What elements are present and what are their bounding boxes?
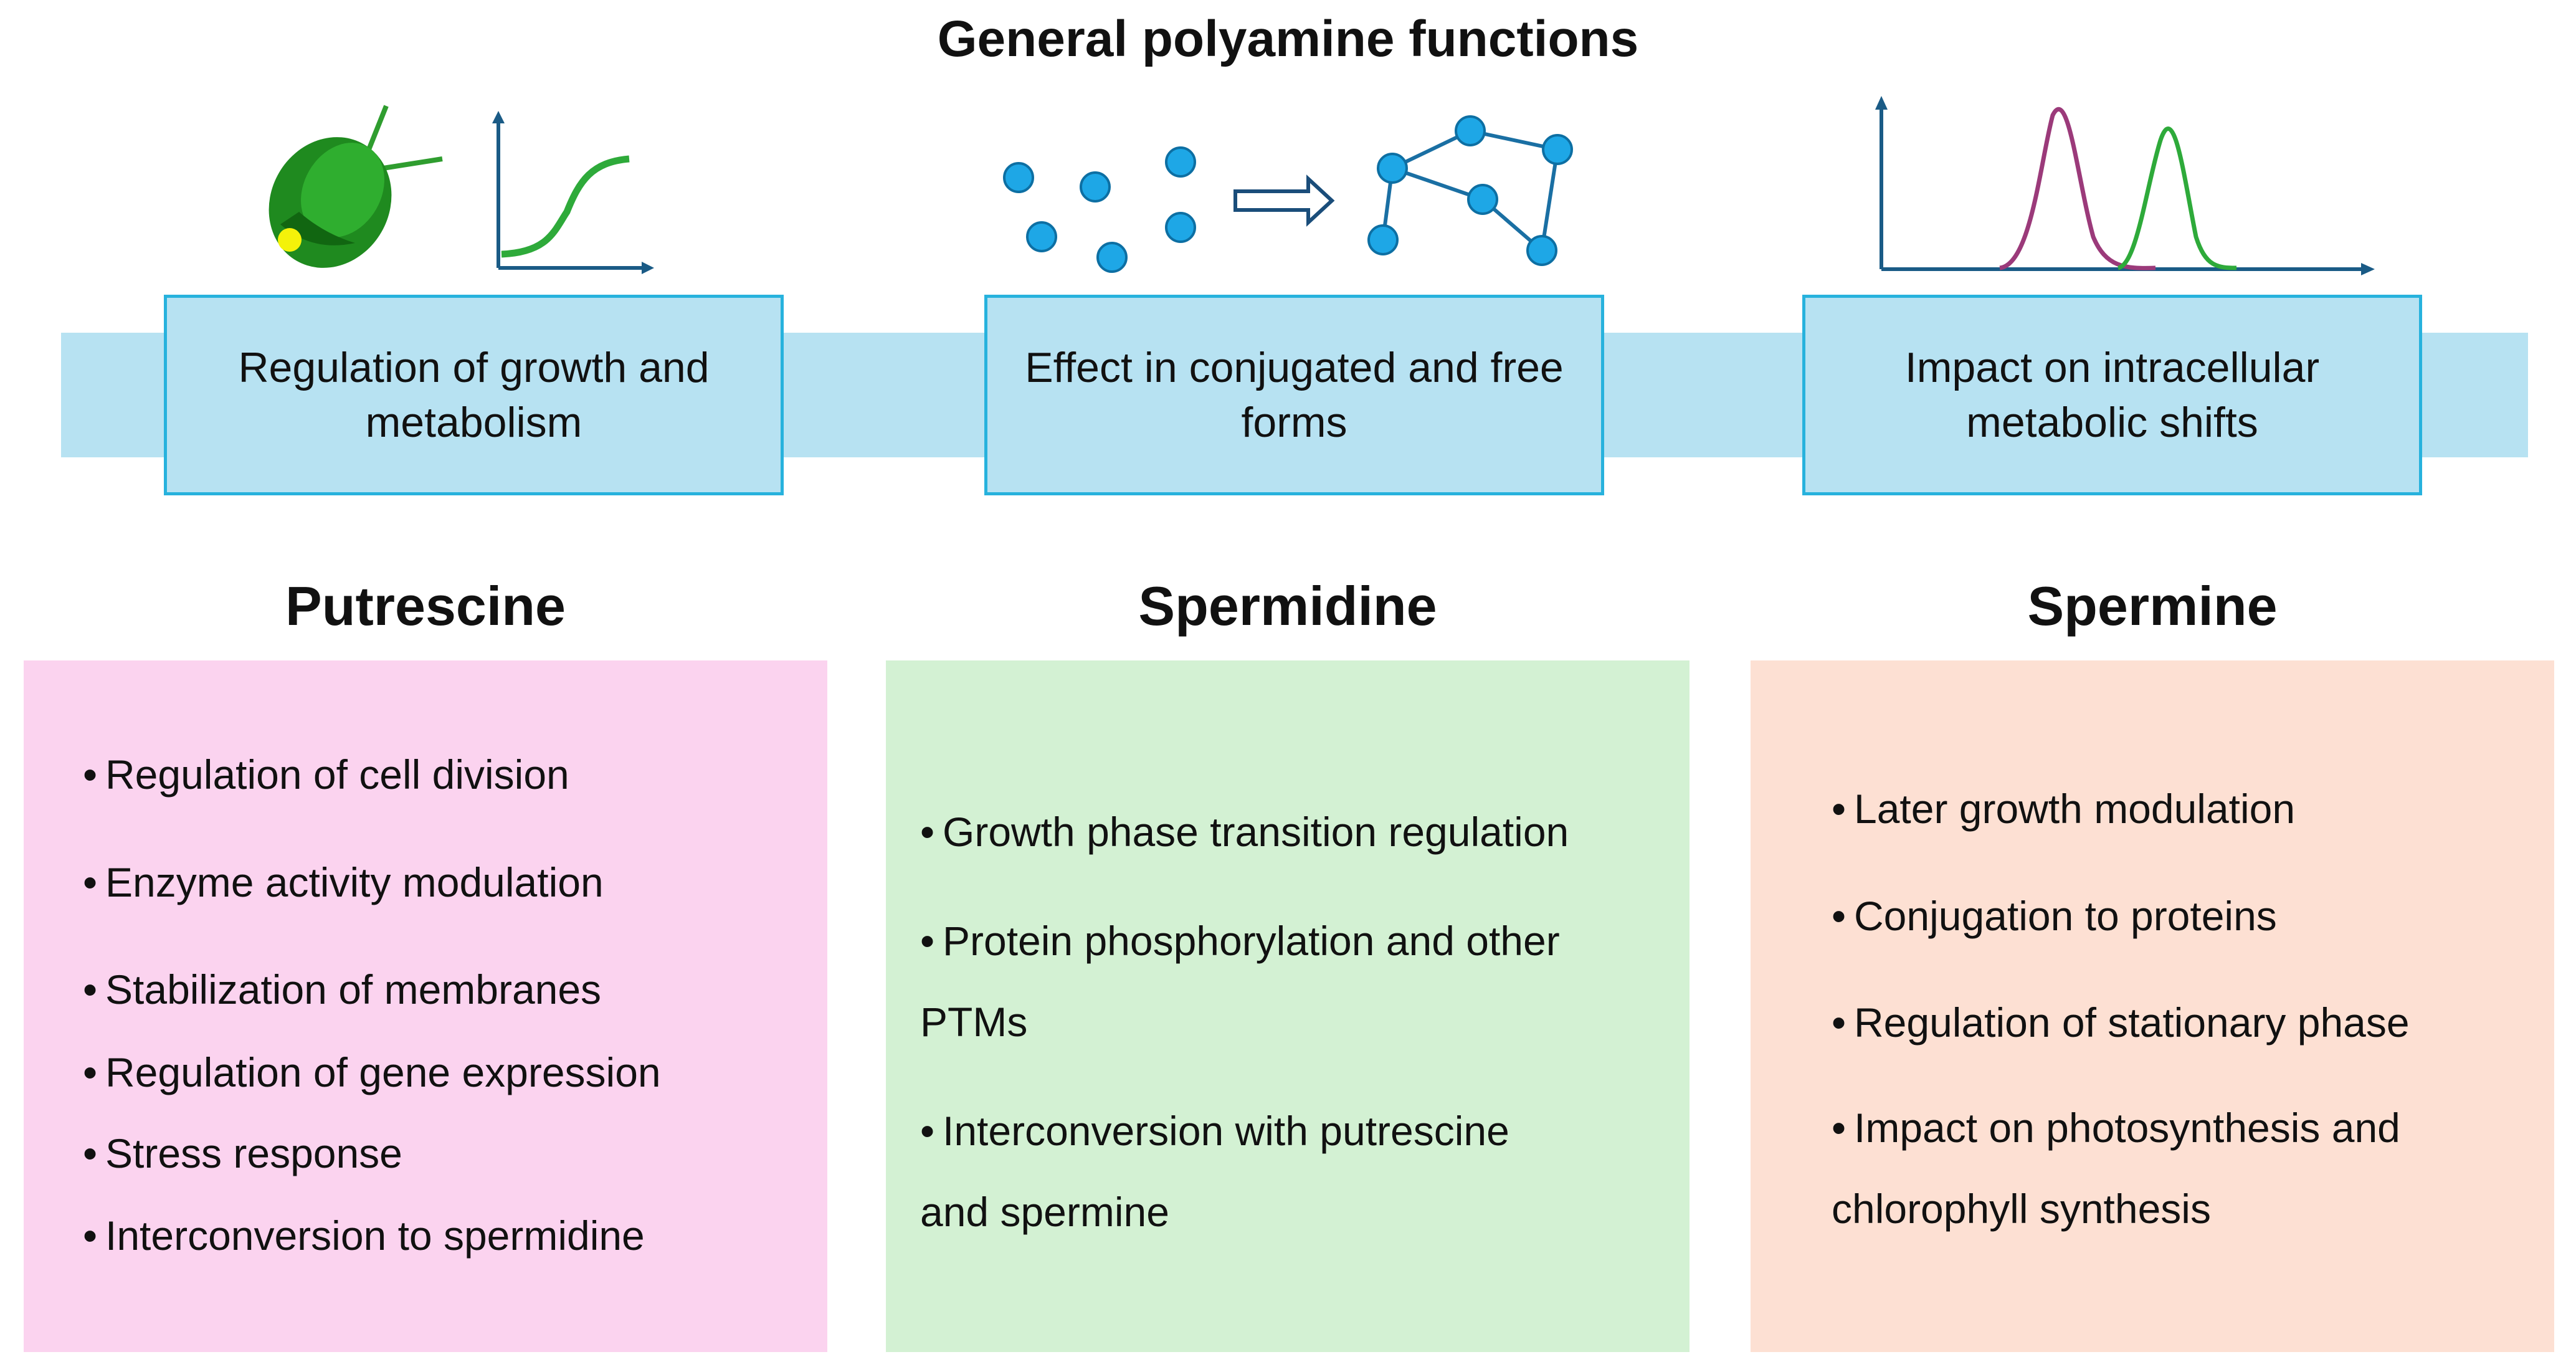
list-item: •Impact on photosynthesis and chlorophyl…	[1832, 1105, 2400, 1232]
list-item: •Stress response	[83, 1130, 402, 1176]
putrescine-title: Putrescine	[285, 575, 566, 637]
spermine-title: Spermine	[2027, 575, 2278, 637]
algae-cell-icon	[269, 105, 443, 268]
metabolic-peaks-icon	[1875, 96, 2375, 275]
function-box-growth: Regulation of growth and metabolism	[164, 295, 784, 495]
function-label: Regulation of growth and metabolism	[238, 344, 710, 446]
list-item: •Enzyme activity modulation	[83, 859, 604, 905]
function-label: Effect in conjugated and free forms	[1025, 344, 1564, 446]
spermidine-box: •Growth phase transition regulation •Pro…	[886, 660, 1690, 1352]
conjugated-molecules-icon	[1367, 115, 1573, 266]
list-item: •Protein phosphorylation and other PTMs	[920, 918, 1560, 1045]
diagram-title: General polyamine functions	[937, 11, 1639, 67]
list-item: •Interconversion with putrescine and spe…	[920, 1108, 1509, 1235]
list-item: •Later growth modulation	[1832, 786, 2296, 832]
list-item: •Stabilization of membranes	[83, 966, 602, 1012]
free-molecules-icon	[1003, 146, 1196, 273]
spermine-box: •Later growth modulation •Conjugation to…	[1751, 660, 2554, 1352]
function-label: Impact on intracellular metabolic shifts	[1904, 344, 2320, 446]
growth-curve-icon	[492, 111, 654, 274]
algae-growth-curve-icon	[269, 105, 654, 274]
arrow-right-icon	[1233, 174, 1335, 227]
green-peak-icon	[2117, 126, 2237, 270]
list-item: •Regulation of cell division	[83, 751, 569, 798]
spermidine-title: Spermidine	[1138, 575, 1437, 637]
list-item: •Interconversion to spermidine	[83, 1212, 645, 1259]
function-box-conjugated: Effect in conjugated and free forms	[984, 295, 1604, 495]
purple-peak-icon	[1999, 107, 2156, 270]
putrescine-box: •Regulation of cell division •Enzyme act…	[24, 660, 827, 1352]
list-item: •Growth phase transition regulation	[920, 809, 1569, 855]
conjugation-molecules-icon	[1003, 115, 1573, 273]
function-box-metabolic: Impact on intracellular metabolic shifts	[1802, 295, 2422, 495]
list-item: •Regulation of gene expression	[83, 1049, 661, 1095]
list-item: •Regulation of stationary phase	[1832, 999, 2410, 1046]
list-item: •Conjugation to proteins	[1832, 893, 2277, 939]
